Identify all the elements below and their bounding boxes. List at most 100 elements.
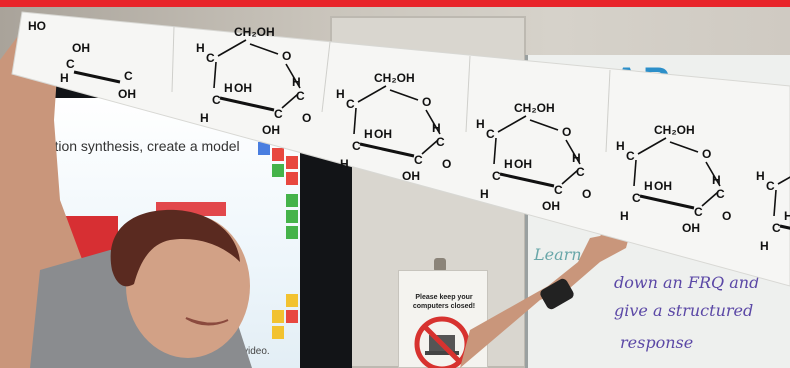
screen-block xyxy=(286,294,298,307)
carbon-label: C xyxy=(296,89,305,103)
paper-strip xyxy=(11,11,790,287)
screen-block xyxy=(258,142,270,155)
carbon-label: C xyxy=(576,165,585,179)
carbon-label: C xyxy=(346,97,355,111)
paper-seam xyxy=(321,41,331,113)
carbon-label: C xyxy=(414,153,423,167)
bond-line xyxy=(389,89,419,101)
bond-line xyxy=(353,107,357,135)
hydrogen-label: H xyxy=(432,121,441,135)
bond-line xyxy=(565,139,581,165)
hydrogen-label: H xyxy=(712,173,721,187)
hydroxyl-label: OH xyxy=(514,157,532,171)
wristwatch xyxy=(540,278,574,310)
bond-line xyxy=(779,224,790,230)
bond-line xyxy=(213,61,217,89)
screen-block xyxy=(272,326,284,339)
carbon-label: C xyxy=(492,169,501,183)
ch2oh-label: CH₂OH xyxy=(234,25,275,39)
carbon-label: C xyxy=(626,149,635,163)
glycosidic-oxygen-label: O xyxy=(302,111,311,125)
ch2oh-label: CH₂OH xyxy=(654,123,695,137)
hydrogen-label: H xyxy=(224,81,233,95)
hydrogen-label: H xyxy=(364,127,373,141)
hydroxyl-label: OH xyxy=(654,179,672,193)
hydrogen-label: H xyxy=(476,117,485,131)
hydrogen-label: H xyxy=(784,209,790,223)
bond-line xyxy=(773,189,777,217)
bond-line xyxy=(639,194,695,210)
carbon-label: C xyxy=(766,179,775,193)
bond-line xyxy=(701,191,719,207)
hydrogen-label: H xyxy=(336,87,345,101)
paper-seam xyxy=(605,69,611,153)
bond-line xyxy=(249,43,279,55)
screen-block xyxy=(286,226,298,239)
carbon-label: C xyxy=(206,51,215,65)
hydrogen-label: H xyxy=(196,41,205,55)
bond-line xyxy=(421,139,439,155)
carbon-label: C xyxy=(436,135,445,149)
hydrogen-label: H xyxy=(60,71,69,85)
ring-oxygen-label: O xyxy=(702,147,711,161)
bond-line xyxy=(217,39,247,57)
bond-line xyxy=(497,115,527,133)
bond-line xyxy=(633,159,637,187)
bond-line xyxy=(281,93,299,109)
hydrogen-label: H xyxy=(504,157,513,171)
computer-sign: Please keep your computers closed! xyxy=(398,270,488,368)
screen-instruction-text: ration synthesis, create a model xyxy=(42,138,240,154)
whiteboard-line-4: response xyxy=(620,333,694,352)
teacher-smile xyxy=(185,317,229,326)
hydroxyl-label: OH xyxy=(118,87,136,101)
ring-oxygen-label: O xyxy=(282,49,291,63)
carbon-label: C xyxy=(274,107,283,121)
screen-block xyxy=(286,194,298,207)
paper-seam xyxy=(465,55,471,133)
ring-oxygen-label: O xyxy=(422,95,431,109)
screen-block xyxy=(286,172,298,185)
screen-block xyxy=(272,148,284,161)
carbon-label: C xyxy=(124,69,133,83)
hydroxyl-label: OH xyxy=(682,221,700,235)
sign-text: Please keep your computers closed! xyxy=(412,294,476,310)
paper-seam xyxy=(171,25,175,93)
bond-line xyxy=(359,142,415,158)
hydroxyl-label: OH xyxy=(542,199,560,213)
whiteboard-line-3: give a structured xyxy=(614,301,754,320)
bond-line xyxy=(499,172,555,188)
hydrogen-label: H xyxy=(644,179,653,193)
bond-line xyxy=(493,137,497,165)
hydrogen-label: H xyxy=(200,111,209,125)
bond-line xyxy=(777,176,790,185)
carbon-label: C xyxy=(212,93,221,107)
hydroxyl-label: OH xyxy=(72,41,90,55)
carbon-label: C xyxy=(632,191,641,205)
carbon-label: C xyxy=(66,57,75,71)
bond-line xyxy=(219,96,275,112)
hydroxyl-label: OH xyxy=(402,169,420,183)
screen-footer-text: video. xyxy=(243,346,270,357)
bond-line xyxy=(669,141,699,153)
hydrogen-label: H xyxy=(480,187,489,201)
ring-oxygen-label: O xyxy=(562,125,571,139)
hydroxyl-label: HO xyxy=(28,19,46,33)
hydroxyl-label: OH xyxy=(262,123,280,137)
hydrogen-label: H xyxy=(572,151,581,165)
glucose-rings: CH₂OHOCCCCHHHHOHOHOCH₂OHOCCCCHHHHOHOHOCH… xyxy=(28,19,790,253)
carbon-label: C xyxy=(554,183,563,197)
carbon-label: C xyxy=(694,205,703,219)
glycosidic-oxygen-label: O xyxy=(722,209,731,223)
hydrogen-label: H xyxy=(292,75,301,89)
top-accent-bar xyxy=(0,0,790,7)
screen-block xyxy=(286,156,298,169)
carbon-label: C xyxy=(772,221,781,235)
whiteboard-line-2: down an FRQ and xyxy=(614,273,760,292)
hydroxyl-label: OH xyxy=(234,81,252,95)
carbon-label: C xyxy=(352,139,361,153)
carbon-label: C xyxy=(486,127,495,141)
bond-line xyxy=(425,109,441,135)
